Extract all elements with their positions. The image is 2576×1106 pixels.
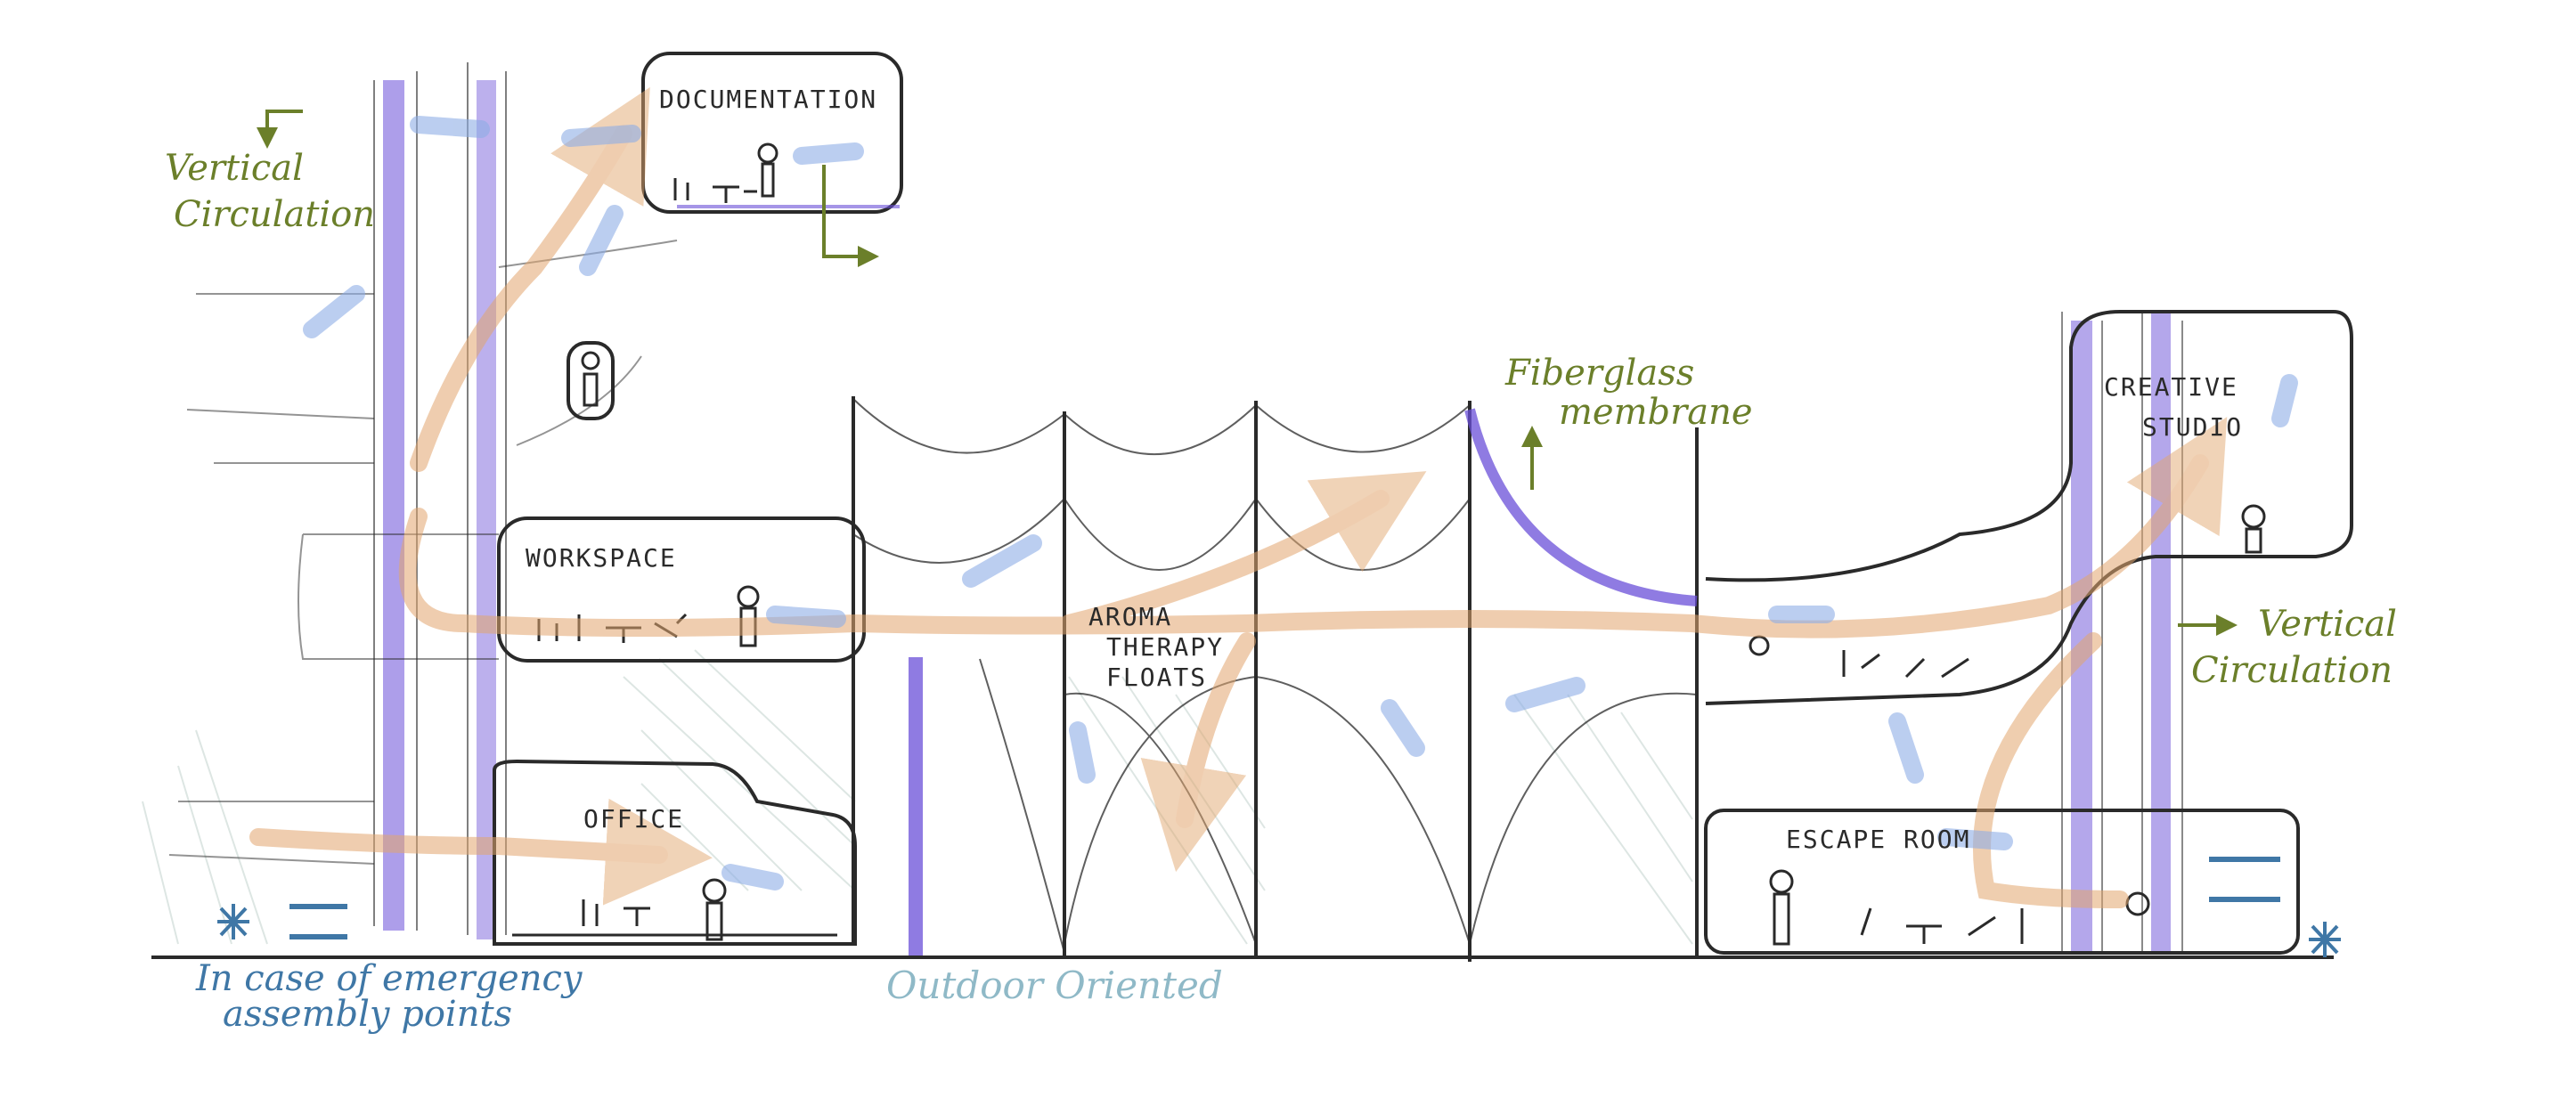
vertical-circulation-left-line2: Circulation (174, 194, 376, 235)
escape-room-label: ESCAPE ROOM (1786, 825, 1971, 854)
creative-studio-label-line1: CREATIVE (2104, 372, 2238, 402)
fiberglass-membrane-line1: Fiberglass (1505, 353, 1695, 394)
left-circulation-core (373, 62, 507, 939)
emergency-note-line1: In case of emergency (196, 958, 583, 999)
vertical-circulation-right-line2: Circulation (2191, 650, 2393, 691)
right-circulation-core (2061, 312, 2183, 953)
masts (852, 396, 1699, 962)
left-vertical-circulation-leader (257, 110, 303, 149)
creative-studio-label-line2: STUDIO (2142, 412, 2244, 442)
workspace-label: WORKSPACE (526, 543, 677, 573)
documentation-label: DOCUMENTATION (659, 85, 878, 114)
aroma-therapy-label-line1: AROMA (1088, 602, 1173, 631)
assembly-point-right-icon (2309, 922, 2341, 957)
emergency-note-line2: assembly points (223, 994, 513, 1035)
purple-column (909, 657, 923, 956)
creative-studio-pod (1705, 310, 2353, 705)
vertical-circulation-left-line1: Vertical (165, 148, 304, 189)
outdoor-oriented-label: Outdoor Oriented (886, 964, 1223, 1007)
airflow-arrows (303, 116, 2298, 890)
membrane-cables (852, 398, 1698, 954)
fiberglass-membrane-line2: membrane (1559, 392, 1753, 433)
aroma-therapy-label-line3: FLOATS (1106, 663, 1208, 692)
assembly-point-left-icon (217, 904, 249, 939)
office-label: OFFICE (583, 804, 685, 834)
flow-paths (249, 86, 2228, 908)
emergency-arrows (289, 857, 2280, 939)
fiberglass-membrane-line (1464, 408, 1698, 606)
aroma-therapy-label-line2: THERAPY (1106, 632, 1225, 662)
vertical-circulation-right-line1: Vertical (2258, 604, 2397, 645)
small-pod (567, 341, 615, 420)
escape-room-pod (1704, 809, 2300, 955)
